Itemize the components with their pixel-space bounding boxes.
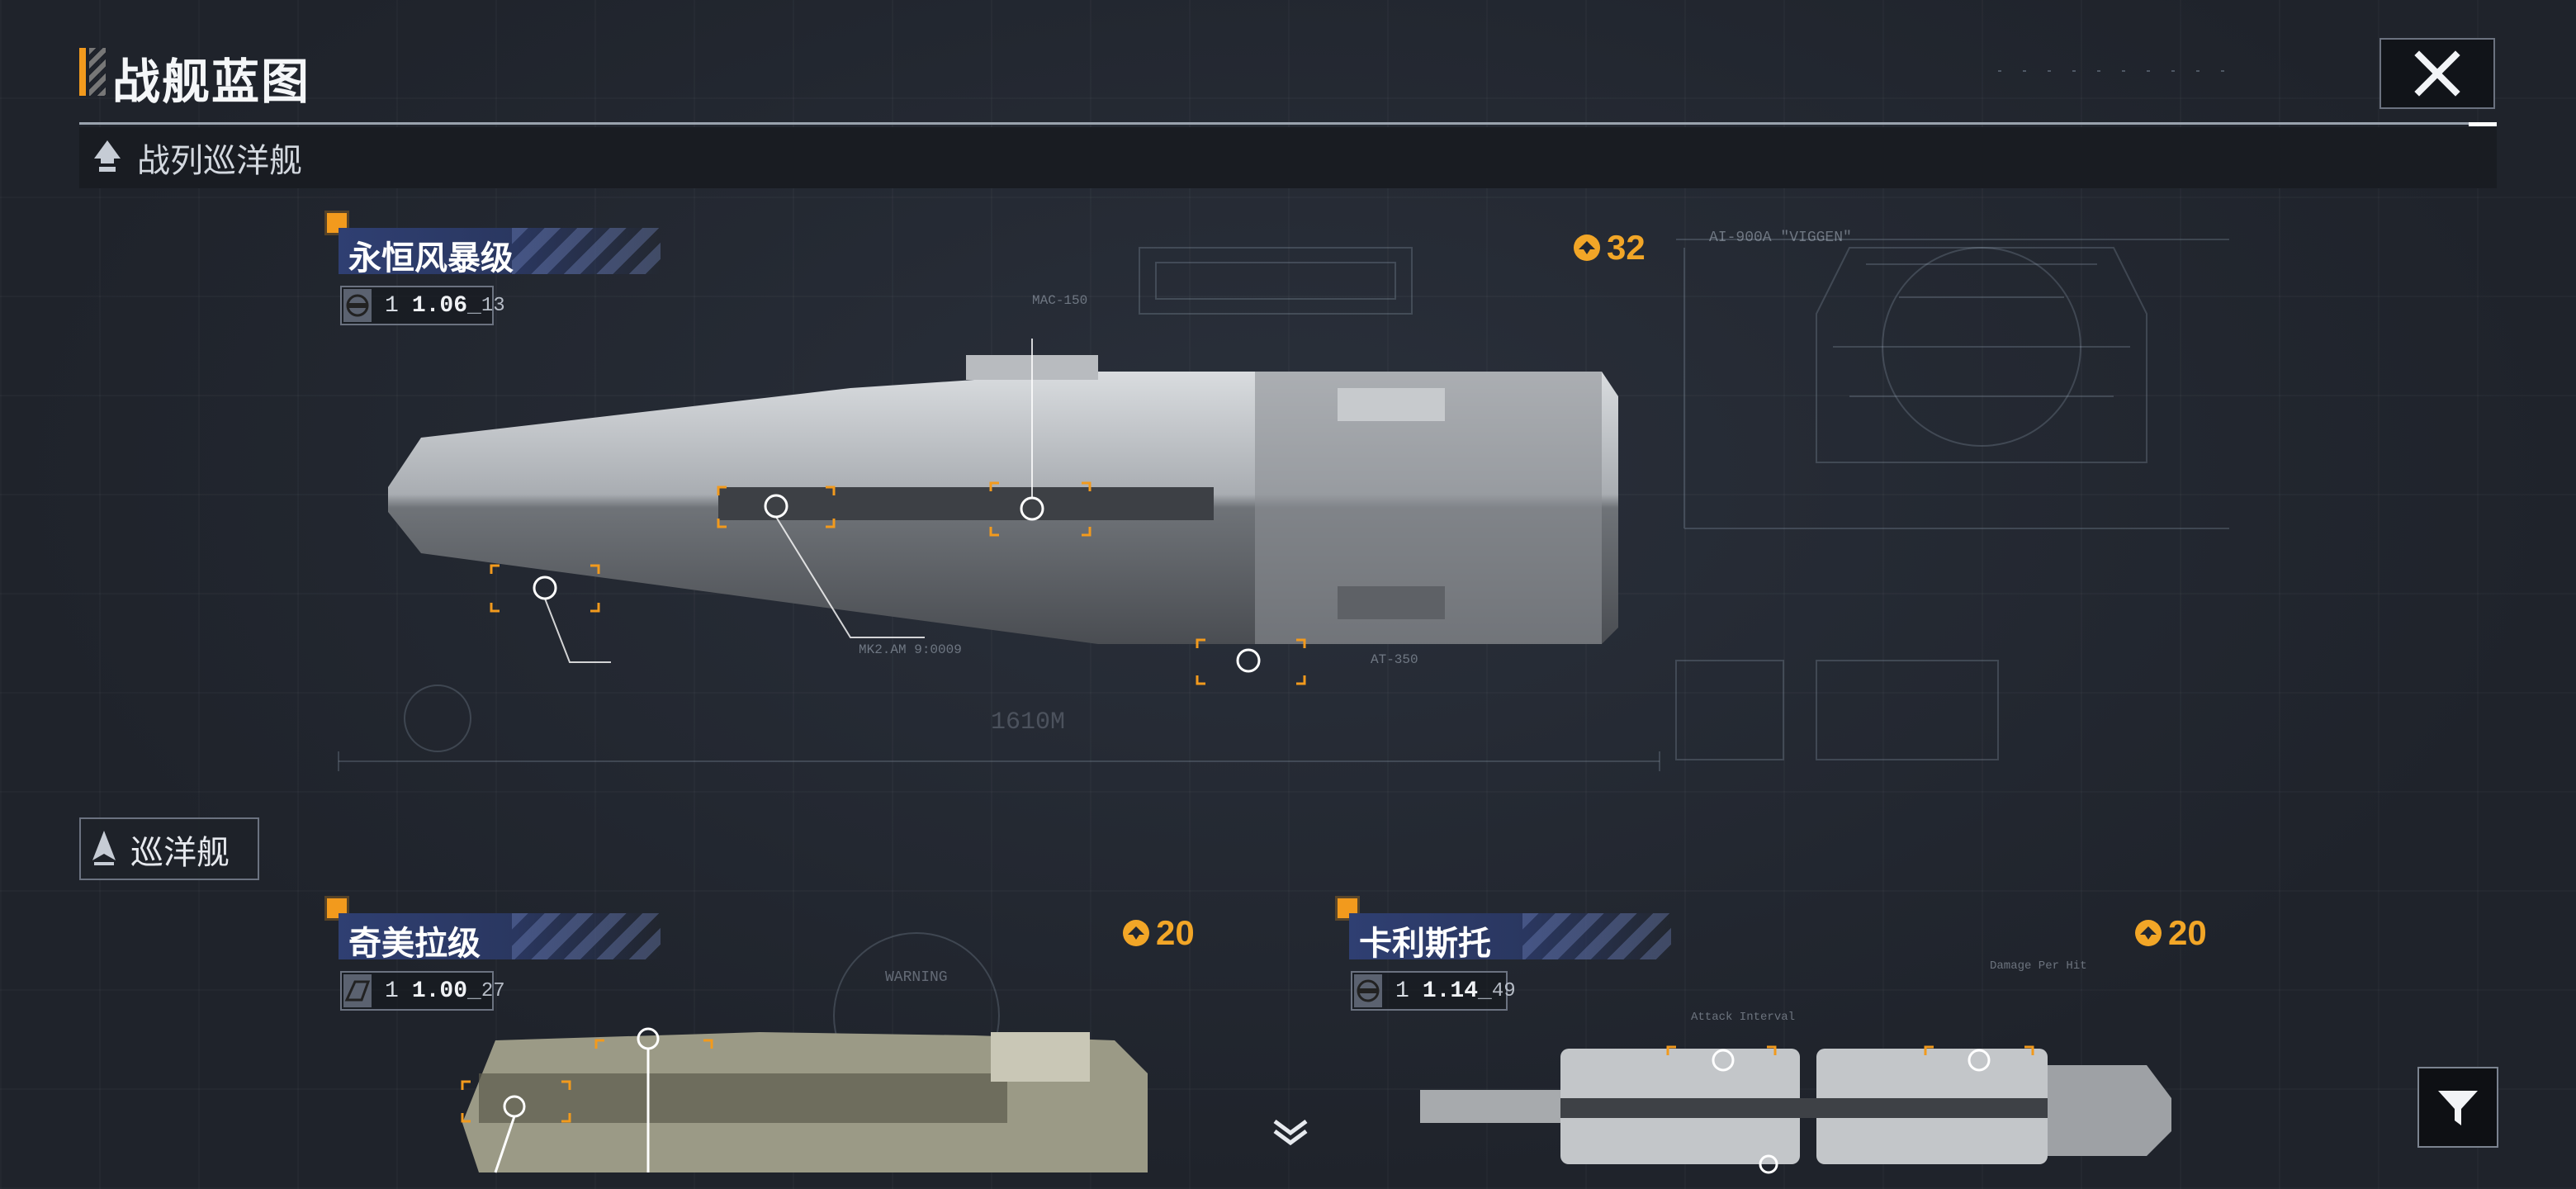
blueprint-length-label: 1610M [991,708,1066,737]
ship-value-main: 1.00 [411,978,468,1004]
blueprint-cost-icon [1123,920,1149,946]
ship-value-sub: 13 [481,294,505,317]
blueprint-cost-icon [2135,920,2162,946]
filter-button[interactable] [2417,1067,2498,1148]
filter-icon [2438,1091,2478,1125]
ship-cost-value: 20 [2168,913,2207,952]
ship-cost-value: 20 [1156,913,1195,952]
ship-tier: 1 [1395,978,1409,1004]
ship-stats: 1 1.14_49 [1351,971,1516,1011]
section-label-battlecruiser: 战列巡洋舰 [137,143,302,179]
blueprint-cost-icon [1574,234,1600,261]
header-divider [79,122,2497,125]
ship-cost-value: 32 [1607,228,1646,267]
section-header-battlecruiser [79,127,2497,188]
close-button[interactable] [2379,38,2495,109]
ship-name: 永恒风暴级 [348,240,514,277]
ship-type-icon [343,974,372,1007]
warning-label: WARNING [885,969,948,986]
ship-value-main: 1.14 [1422,978,1479,1004]
close-icon [2414,50,2460,97]
ship-value-sub: 49 [1491,979,1516,1002]
chevron-down-icon[interactable] [1271,1116,1309,1146]
ship-image[interactable] [461,1024,1148,1173]
ship-tier: 1 [385,978,399,1004]
ship-type-icon [343,289,372,322]
ship-image[interactable] [1420,1032,2188,1174]
ship-image[interactable] [388,339,1627,685]
title-accent-stripes [89,48,106,96]
ship-stats: 1 1.00_27 [340,971,505,1011]
blueprint-model-label: AI-900A "VIGGEN" [1709,230,1852,246]
title-accent [79,48,86,96]
annotation-label: Attack Interval [1691,1011,1796,1024]
ship-cost: 32 [1572,228,1646,268]
ship-type-icon [1354,974,1382,1007]
section-label-cruiser: 巡洋舰 [130,835,230,871]
annotation-label: MAC-150 [1032,293,1088,308]
ship-value-main: 1.06 [411,292,468,319]
ship-stats: 1 1.06_13 [340,286,505,325]
annotation-label: MK2.AM 9:0009 [859,642,962,657]
ship-cost: 20 [2133,913,2207,953]
header-divider-accent [2469,122,2497,126]
battlecruiser-class-icon [94,140,121,172]
ship-nameplate[interactable]: 奇美拉级 [339,913,661,962]
ship-value-sub: 27 [481,979,505,1002]
annotation-label: Damage Per Hit [1990,959,2087,973]
ship-nameplate[interactable]: 永恒风暴级 [339,228,661,277]
ship-cost: 20 [1121,913,1195,953]
ship-name: 卡利斯托 [1359,926,1491,962]
ship-tier: 1 [385,292,399,319]
ship-nameplate[interactable]: 卡利斯托 [1349,913,1671,962]
annotation-label: AT-350 [1371,652,1418,667]
page-title: 战舰蓝图 [112,55,311,109]
ship-name: 奇美拉级 [348,926,481,962]
cruiser-class-icon [92,831,116,865]
